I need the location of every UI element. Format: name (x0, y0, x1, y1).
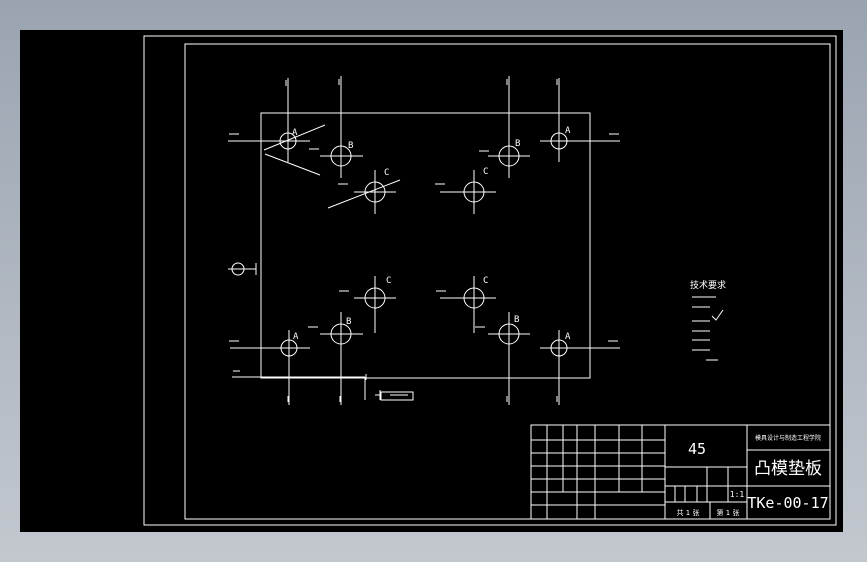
hole-b-top-left (320, 76, 363, 178)
hole-c-bottom-right (440, 276, 496, 333)
label-a-top-left: A (292, 128, 298, 138)
title-block (530, 424, 831, 520)
company-name: 模具设计与制造工程学院 (755, 434, 821, 442)
drawing-canvas[interactable]: A A A A B B B B C C C C 技术要求 45 模具设计与制造工… (20, 30, 843, 532)
material-value: 45 (688, 440, 706, 458)
label-b-top-left: B (348, 141, 353, 151)
label-b-bottom-right: B (514, 315, 519, 325)
label-b-bottom-left: B (346, 317, 351, 327)
label-a-bottom-left: A (293, 332, 299, 342)
hole-a-top-right (540, 78, 620, 162)
label-c-top-right: C (483, 167, 488, 177)
inner-border (184, 43, 831, 520)
hole-b-top-right (488, 76, 530, 178)
sheet-number: 第 1 张 (717, 508, 740, 517)
tech-requirements-heading: 技术要求 (690, 279, 726, 291)
drawing-number: TKe-00-17 (747, 494, 828, 512)
label-c-bottom-right: C (483, 276, 488, 286)
label-c-top-left: C (384, 168, 389, 178)
hole-a-top-left (228, 78, 310, 162)
label-c-bottom-left: C (386, 276, 391, 286)
scale-value: 1:1 (730, 490, 745, 499)
hole-b-bottom-left (320, 312, 363, 405)
hole-a-bottom-left (230, 330, 310, 405)
sheet-total: 共 1 张 (677, 508, 700, 517)
label-a-bottom-right: A (565, 332, 571, 342)
part-name: 凸模垫板 (754, 459, 822, 479)
hole-b-bottom-right (488, 312, 530, 405)
dimension-text-marks (229, 79, 718, 402)
label-a-top-right: A (565, 126, 571, 136)
outer-border (143, 35, 837, 526)
label-b-top-right: B (515, 139, 520, 149)
hole-c-bottom-left (354, 276, 396, 333)
engineering-drawing: A A A A B B B B C C C C 技术要求 45 模具设计与制造工… (143, 35, 837, 526)
plate-outline (260, 112, 591, 379)
hole-c-top-right (440, 170, 496, 214)
hole-a-bottom-right (540, 330, 620, 405)
hole-c-top-left (354, 170, 396, 214)
